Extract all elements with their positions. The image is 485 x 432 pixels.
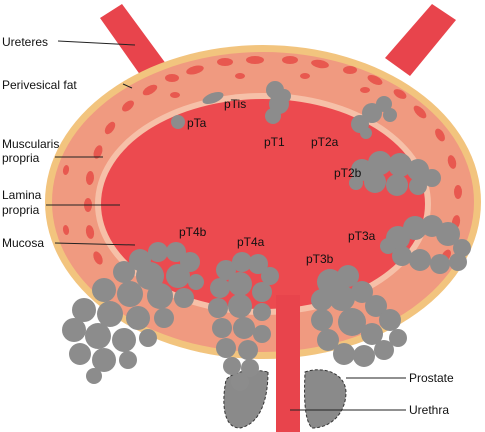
label-muscularis-line1: Muscularis (2, 137, 59, 151)
label-muscularis-line2: propria (2, 151, 40, 165)
tumor-pT3a (380, 215, 471, 274)
urethra (276, 295, 300, 432)
muscle-fiber-spots (62, 56, 462, 265)
tumor-pT4b (62, 242, 204, 384)
leader-lines (46, 40, 406, 411)
ureters (100, 4, 456, 86)
stage-label-pTa: pTa (187, 116, 207, 130)
label-lamina-line2: propria (2, 203, 40, 217)
tumor-pT2b (349, 151, 441, 196)
stage-label-pT2a: pT2a (311, 135, 339, 149)
leader-ureteres (57, 40, 136, 46)
stage-labels: pTa pTis pT1 pT2a pT2b pT3a pT3b pT4a pT… (179, 97, 376, 266)
left-ureter (100, 4, 172, 86)
label-ureteres: Ureteres (2, 35, 48, 49)
tumor-pT1 (265, 81, 291, 124)
stage-label-pTis: pTis (224, 97, 246, 111)
tumor-pTis (202, 91, 224, 105)
tumor-pT4a (208, 252, 279, 391)
label-urethra: Urethra (409, 403, 449, 417)
label-perivesical-fat: Perivesical fat (2, 78, 77, 92)
tumor-pT2a (351, 96, 397, 139)
tumors (62, 81, 471, 391)
leader-perivesical-fat (122, 83, 133, 89)
prostate-right-lobe (304, 369, 347, 429)
tumor-pT3b (311, 265, 407, 367)
stage-label-pT2b: pT2b (334, 166, 362, 180)
stage-label-pT4b: pT4b (179, 225, 207, 239)
label-prostate: Prostate (409, 371, 454, 385)
right-ureter (385, 4, 456, 76)
label-lamina-line1: Lamina (2, 188, 42, 202)
stage-label-pT4a: pT4a (237, 235, 265, 249)
stage-label-pT3a: pT3a (348, 229, 376, 243)
anatomy-labels: Ureteres Perivesical fat Muscularis prop… (2, 35, 454, 417)
leader-mucosa (54, 242, 136, 246)
label-mucosa: Mucosa (2, 236, 44, 250)
stage-label-pT3b: pT3b (306, 252, 334, 266)
stage-label-pT1: pT1 (264, 135, 285, 149)
tumor-pTa (171, 115, 185, 129)
